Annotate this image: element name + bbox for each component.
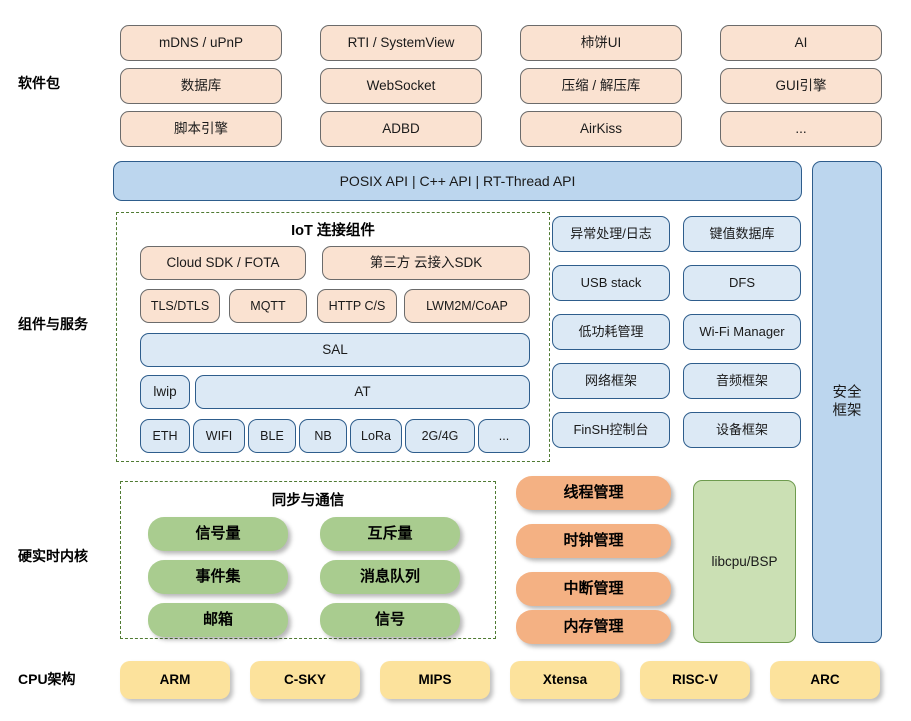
- iot-box[interactable]: 第三方 云接入SDK: [322, 246, 530, 280]
- iot-box-lwip[interactable]: lwip: [140, 375, 190, 409]
- sync-box[interactable]: 信号: [320, 603, 460, 637]
- sync-box[interactable]: 信号量: [148, 517, 288, 551]
- iot-box[interactable]: LWM2M/CoAP: [404, 289, 530, 323]
- kernel-manager-box[interactable]: 线程管理: [516, 476, 671, 510]
- service-box[interactable]: Wi-Fi Manager: [683, 314, 801, 350]
- iot-box[interactable]: Cloud SDK / FOTA: [140, 246, 306, 280]
- iot-box-at[interactable]: AT: [195, 375, 530, 409]
- package-box[interactable]: RTI / SystemView: [320, 25, 482, 61]
- service-box[interactable]: DFS: [683, 265, 801, 301]
- service-box[interactable]: 键值数据库: [683, 216, 801, 252]
- iot-link-box[interactable]: LoRa: [350, 419, 402, 453]
- sync-box[interactable]: 消息队列: [320, 560, 460, 594]
- service-box[interactable]: 设备框架: [683, 412, 801, 448]
- cpu-arch-box[interactable]: C-SKY: [250, 661, 360, 699]
- service-box[interactable]: 低功耗管理: [552, 314, 670, 350]
- sync-communication-group: [120, 481, 496, 639]
- api-bar[interactable]: POSIX API | C++ API | RT-Thread API: [113, 161, 802, 201]
- iot-connectivity-group: [116, 212, 550, 462]
- cpu-arch-box[interactable]: ARC: [770, 661, 880, 699]
- service-box[interactable]: 音频框架: [683, 363, 801, 399]
- cpu-arch-box[interactable]: RISC-V: [640, 661, 750, 699]
- service-box[interactable]: 异常处理/日志: [552, 216, 670, 252]
- cpu-arch-box[interactable]: Xtensa: [510, 661, 620, 699]
- package-box[interactable]: AirKiss: [520, 111, 682, 147]
- security-framework-line2: 框架: [832, 403, 862, 419]
- iot-box-sal[interactable]: SAL: [140, 333, 530, 367]
- package-box[interactable]: 压缩 / 解压库: [520, 68, 682, 104]
- iot-link-box[interactable]: BLE: [248, 419, 296, 453]
- sync-group-title: 同步与通信: [271, 493, 345, 509]
- security-framework-column[interactable]: 安全 框架: [812, 161, 882, 643]
- iot-group-title: IoT 连接组件: [291, 223, 375, 239]
- iot-link-box[interactable]: 2G/4G: [405, 419, 475, 453]
- iot-box[interactable]: MQTT: [229, 289, 307, 323]
- iot-box[interactable]: HTTP C/S: [317, 289, 397, 323]
- row-label-hard-realtime-kernel: 硬实时内核: [18, 548, 88, 564]
- package-box[interactable]: 柿饼UI: [520, 25, 682, 61]
- iot-link-box[interactable]: ...: [478, 419, 530, 453]
- row-label-cpu-architecture: CPU架构: [18, 671, 76, 687]
- package-box[interactable]: 脚本引擎: [120, 111, 282, 147]
- package-box[interactable]: ...: [720, 111, 882, 147]
- package-box[interactable]: 数据库: [120, 68, 282, 104]
- sync-box[interactable]: 事件集: [148, 560, 288, 594]
- package-box[interactable]: ADBD: [320, 111, 482, 147]
- security-framework-line1: 安全: [832, 384, 862, 401]
- cpu-arch-box[interactable]: MIPS: [380, 661, 490, 699]
- iot-link-box[interactable]: ETH: [140, 419, 190, 453]
- service-box[interactable]: 网络框架: [552, 363, 670, 399]
- iot-link-box[interactable]: NB: [299, 419, 347, 453]
- sync-box[interactable]: 互斥量: [320, 517, 460, 551]
- kernel-manager-box[interactable]: 内存管理: [516, 610, 671, 644]
- iot-box[interactable]: TLS/DTLS: [140, 289, 220, 323]
- package-box[interactable]: WebSocket: [320, 68, 482, 104]
- service-box[interactable]: FinSH控制台: [552, 412, 670, 448]
- libcpu-bsp-box[interactable]: libcpu/BSP: [693, 480, 796, 643]
- row-label-components-services: 组件与服务: [18, 316, 88, 332]
- sync-box[interactable]: 邮箱: [148, 603, 288, 637]
- kernel-manager-box[interactable]: 时钟管理: [516, 524, 671, 558]
- cpu-arch-box[interactable]: ARM: [120, 661, 230, 699]
- iot-link-box[interactable]: WIFI: [193, 419, 245, 453]
- package-box[interactable]: mDNS / uPnP: [120, 25, 282, 61]
- package-box[interactable]: GUI引擎: [720, 68, 882, 104]
- service-box[interactable]: USB stack: [552, 265, 670, 301]
- row-label-software-packages: 软件包: [18, 75, 60, 91]
- kernel-manager-box[interactable]: 中断管理: [516, 572, 671, 606]
- package-box[interactable]: AI: [720, 25, 882, 61]
